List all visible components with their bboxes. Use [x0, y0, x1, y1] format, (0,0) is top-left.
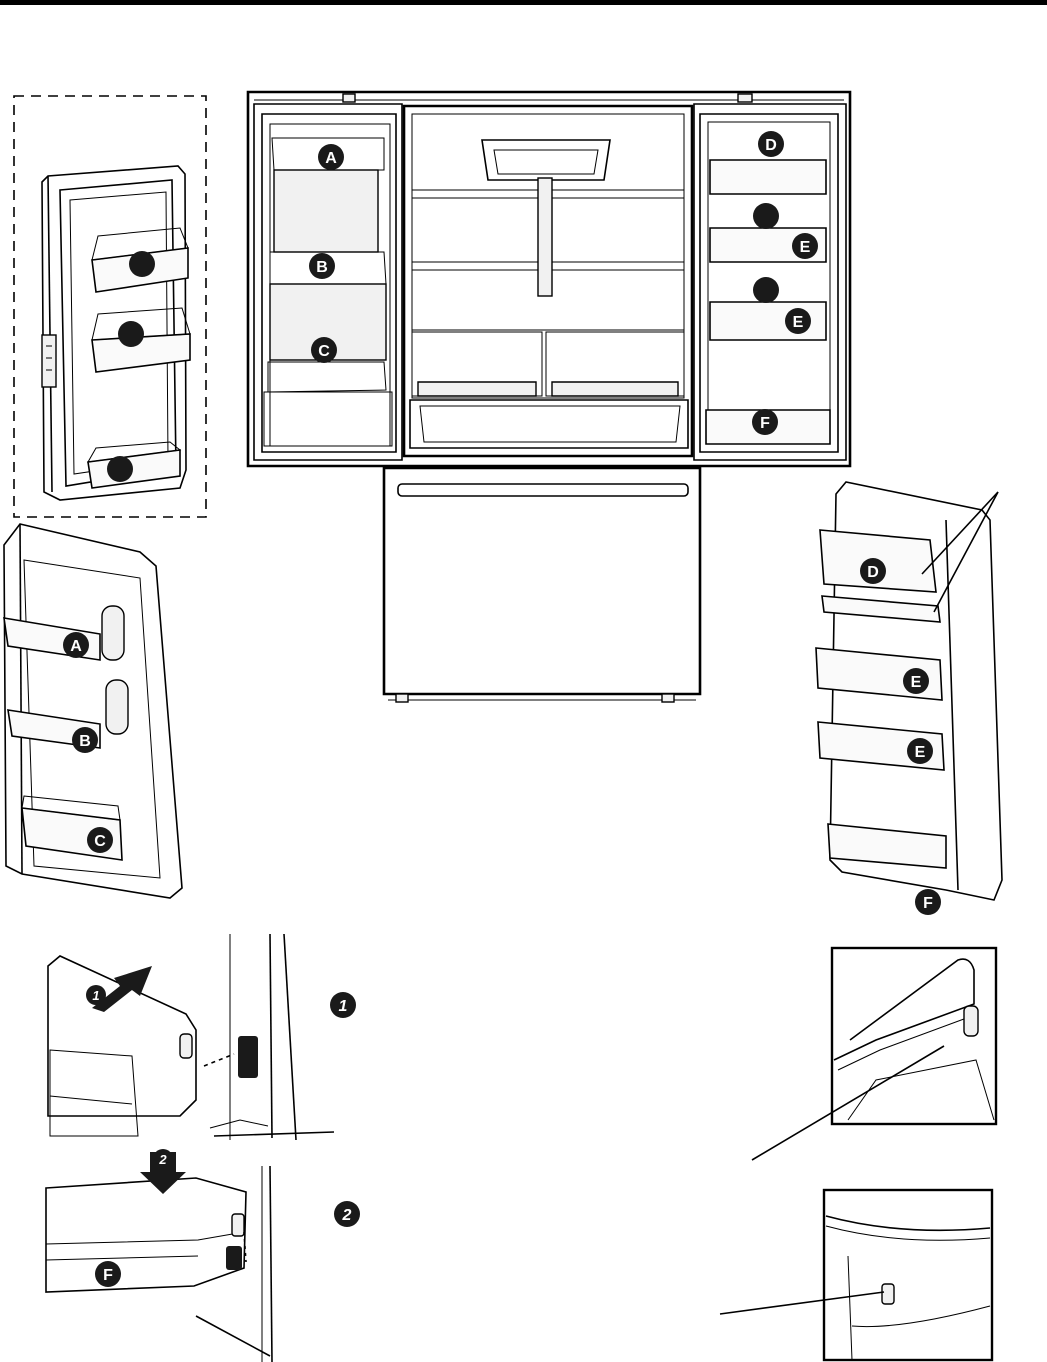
- badge-f-step-2: F: [95, 1261, 121, 1287]
- svg-text:B: B: [79, 733, 91, 750]
- step-2-marker: 2: [334, 1201, 360, 1227]
- badge-d-fridge: D: [758, 131, 784, 157]
- svg-text:F: F: [760, 415, 770, 432]
- inset-callout-dot: [118, 321, 144, 347]
- svg-text:A: A: [70, 638, 82, 655]
- badge-c-fridge: C: [311, 337, 337, 363]
- svg-text:F: F: [103, 1267, 113, 1284]
- svg-text:E: E: [911, 674, 922, 691]
- badge-a-left-door: A: [63, 632, 89, 658]
- step-1-marker: 1: [330, 992, 356, 1018]
- svg-text:B: B: [316, 259, 328, 276]
- svg-text:F: F: [923, 895, 933, 912]
- badge-b-fridge: B: [309, 253, 335, 279]
- detail-closeup-bottom: [720, 1190, 992, 1360]
- step-1-figure: [48, 934, 334, 1140]
- svg-text:D: D: [765, 137, 777, 154]
- badge-e-fridge-upper: E: [792, 233, 818, 259]
- badge-a-fridge: A: [318, 144, 344, 170]
- step-2-figure: [46, 1152, 272, 1362]
- badge-e-right-door-upper: E: [903, 668, 929, 694]
- svg-text:1: 1: [339, 998, 348, 1015]
- svg-text:2: 2: [342, 1207, 352, 1224]
- badge-d-right-door: D: [860, 558, 886, 584]
- badge-f-right-door: F: [915, 889, 941, 915]
- badge-e-right-door-lower: E: [907, 738, 933, 764]
- svg-text:C: C: [318, 343, 330, 360]
- badge-b-left-door: B: [72, 727, 98, 753]
- svg-text:2: 2: [158, 1152, 167, 1167]
- detail-closeup-top: [752, 948, 996, 1160]
- header-rule: [0, 0, 1047, 5]
- callout-dot-fridge: [753, 277, 779, 303]
- callout-dot-fridge: [753, 203, 779, 229]
- badge-e-fridge-lower: E: [785, 308, 811, 334]
- svg-text:E: E: [915, 744, 926, 761]
- step-2-marker-in-figure: 2: [153, 1149, 173, 1169]
- inset-callout-dot: [129, 251, 155, 277]
- refrigerator-open-view: [248, 92, 850, 702]
- svg-text:E: E: [800, 239, 811, 256]
- svg-text:E: E: [793, 314, 804, 331]
- badge-c-left-door: C: [87, 827, 113, 853]
- dispenser-door-inset: [14, 96, 206, 517]
- svg-text:A: A: [325, 150, 337, 167]
- inset-callout-dot: [107, 456, 133, 482]
- step-1-marker-in-figure: 1: [86, 985, 106, 1005]
- svg-text:D: D: [867, 564, 879, 581]
- svg-text:1: 1: [92, 988, 99, 1003]
- svg-text:C: C: [94, 833, 106, 850]
- badge-f-fridge: F: [752, 409, 778, 435]
